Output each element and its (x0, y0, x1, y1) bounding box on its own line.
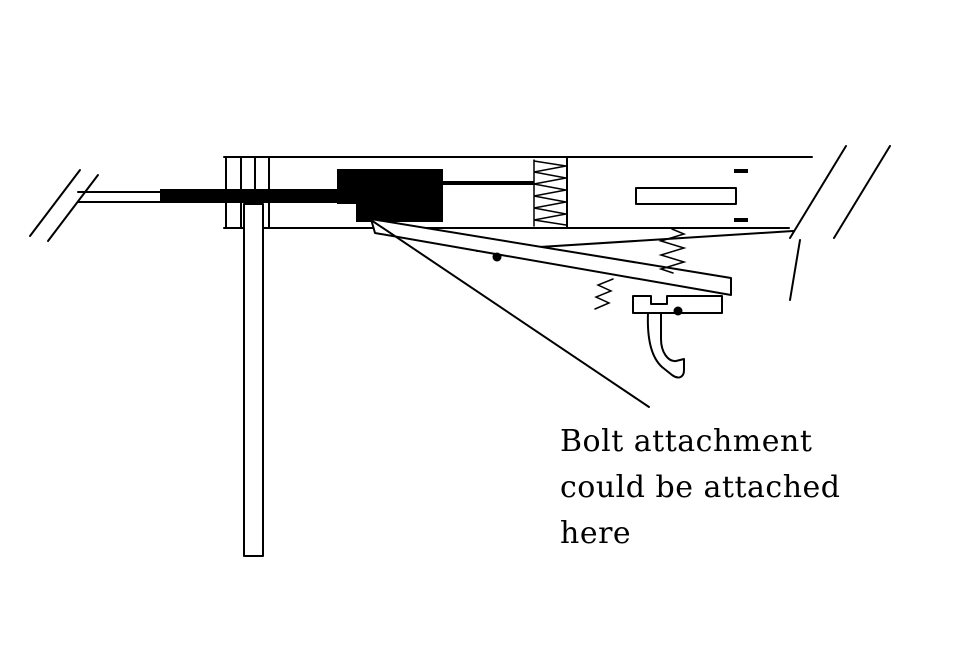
break-mark-line (789, 145, 847, 239)
annotation-text: Bolt attachment could be attached here (560, 424, 840, 551)
trigger-assembly (632, 295, 723, 379)
trigger-blade (646, 312, 685, 379)
break-marks-right (789, 145, 891, 301)
trigger-housing (632, 295, 723, 314)
firing-pin-rod (160, 189, 340, 203)
bolt-block (337, 169, 443, 222)
annotation-line-2: could be attached (560, 470, 840, 505)
rear-plug-body (635, 187, 737, 205)
rear-plug (635, 169, 748, 222)
sear-lever (370, 218, 732, 296)
sear-spring-coil (658, 228, 687, 274)
break-mark-line (833, 145, 891, 239)
mainspring-coil (533, 160, 567, 226)
sear-bar (370, 218, 732, 296)
barrel-outline (77, 191, 163, 203)
annotation-line-3: here (560, 516, 631, 551)
sear-pivot-pin (492, 252, 502, 262)
break-mark-line (29, 169, 81, 237)
trigger-pivot-pin (673, 306, 683, 316)
break-mark-line (47, 174, 99, 242)
annotation-leader-line (370, 219, 650, 408)
break-marks-left (29, 169, 99, 242)
stock-edge-line (789, 239, 801, 301)
annotation-line-1: Bolt attachment (560, 424, 812, 459)
trigger-spring-coil (594, 278, 614, 310)
bolt-handle (243, 203, 264, 557)
mainspring (443, 159, 567, 227)
